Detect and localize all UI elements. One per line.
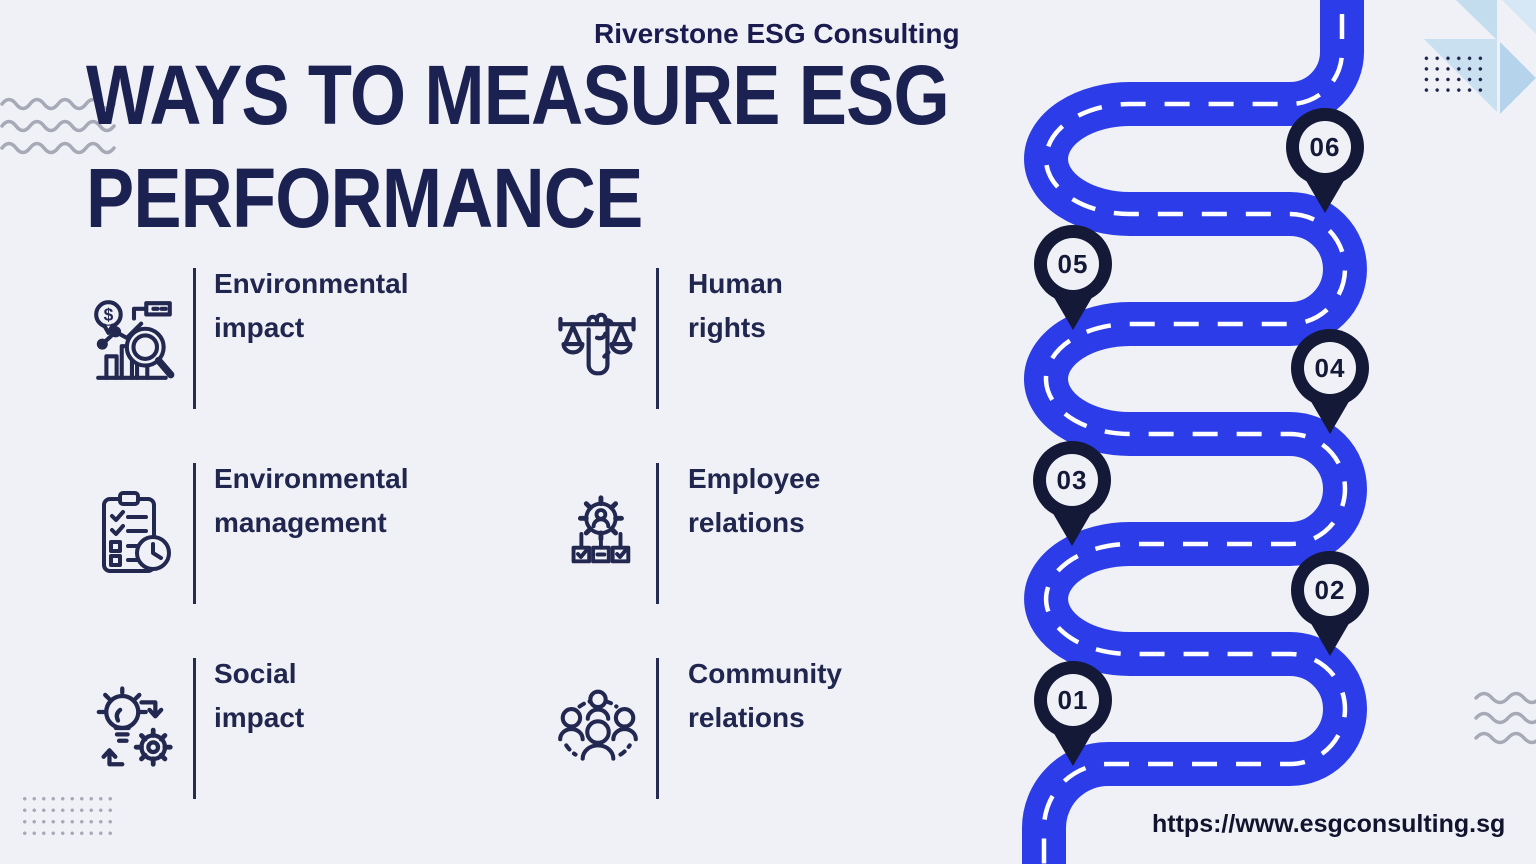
analytics-magnifier-icon: $ — [88, 294, 180, 386]
item-divider — [656, 658, 659, 799]
website-url-link[interactable]: https://www.esgconsulting.sg — [1152, 810, 1506, 838]
svg-text:01: 01 — [1058, 685, 1089, 715]
svg-text:03: 03 — [1057, 465, 1088, 495]
justice-scale-icon — [550, 296, 644, 390]
item-divider — [193, 268, 196, 409]
page-title: WAYS TO MEASURE ESG PERFORMANCE — [86, 44, 950, 250]
roadmap-pin-06: 06 — [1286, 108, 1364, 213]
roadmap-pin-05: 05 — [1034, 225, 1112, 330]
brand-name: Riverstone ESG Consulting — [594, 18, 960, 49]
dot-grid-bottom-left-decoration — [20, 793, 116, 837]
roadmap-pin-03: 03 — [1033, 441, 1111, 546]
item-label: Human rights — [688, 268, 783, 343]
road-center-dashes — [1041, 0, 1348, 864]
item-divider — [656, 268, 659, 409]
roadmap-pin-04: 04 — [1291, 329, 1369, 434]
dot-grid-top-right-decoration — [1421, 53, 1485, 95]
waves-top-left-decoration — [0, 97, 116, 155]
community-people-icon — [552, 682, 644, 774]
title-line-2: PERFORMANCE — [86, 151, 643, 245]
roadmap-pin-01: 01 — [1034, 661, 1112, 766]
item-divider — [193, 463, 196, 604]
svg-text:04: 04 — [1315, 353, 1346, 383]
waves-bottom-right-decoration — [1474, 691, 1536, 745]
item-label: Community relations — [688, 658, 842, 733]
svg-text:06: 06 — [1310, 132, 1341, 162]
item-label: Environmental management — [214, 463, 409, 538]
checklist-clock-icon — [90, 487, 180, 577]
item-divider — [656, 463, 659, 604]
svg-text:02: 02 — [1315, 575, 1346, 605]
item-label: Environmental impact — [214, 268, 409, 343]
item-divider — [193, 658, 196, 799]
team-gear-icon — [554, 489, 642, 577]
item-label: Social impact — [214, 658, 305, 733]
svg-text:$: $ — [104, 305, 114, 325]
title-line-1: WAYS TO MEASURE ESG — [86, 48, 950, 142]
roadmap-pin-02: 02 — [1291, 551, 1369, 656]
item-label: Employee relations — [688, 463, 821, 538]
svg-text:05: 05 — [1058, 249, 1089, 279]
idea-process-icon — [86, 680, 182, 776]
